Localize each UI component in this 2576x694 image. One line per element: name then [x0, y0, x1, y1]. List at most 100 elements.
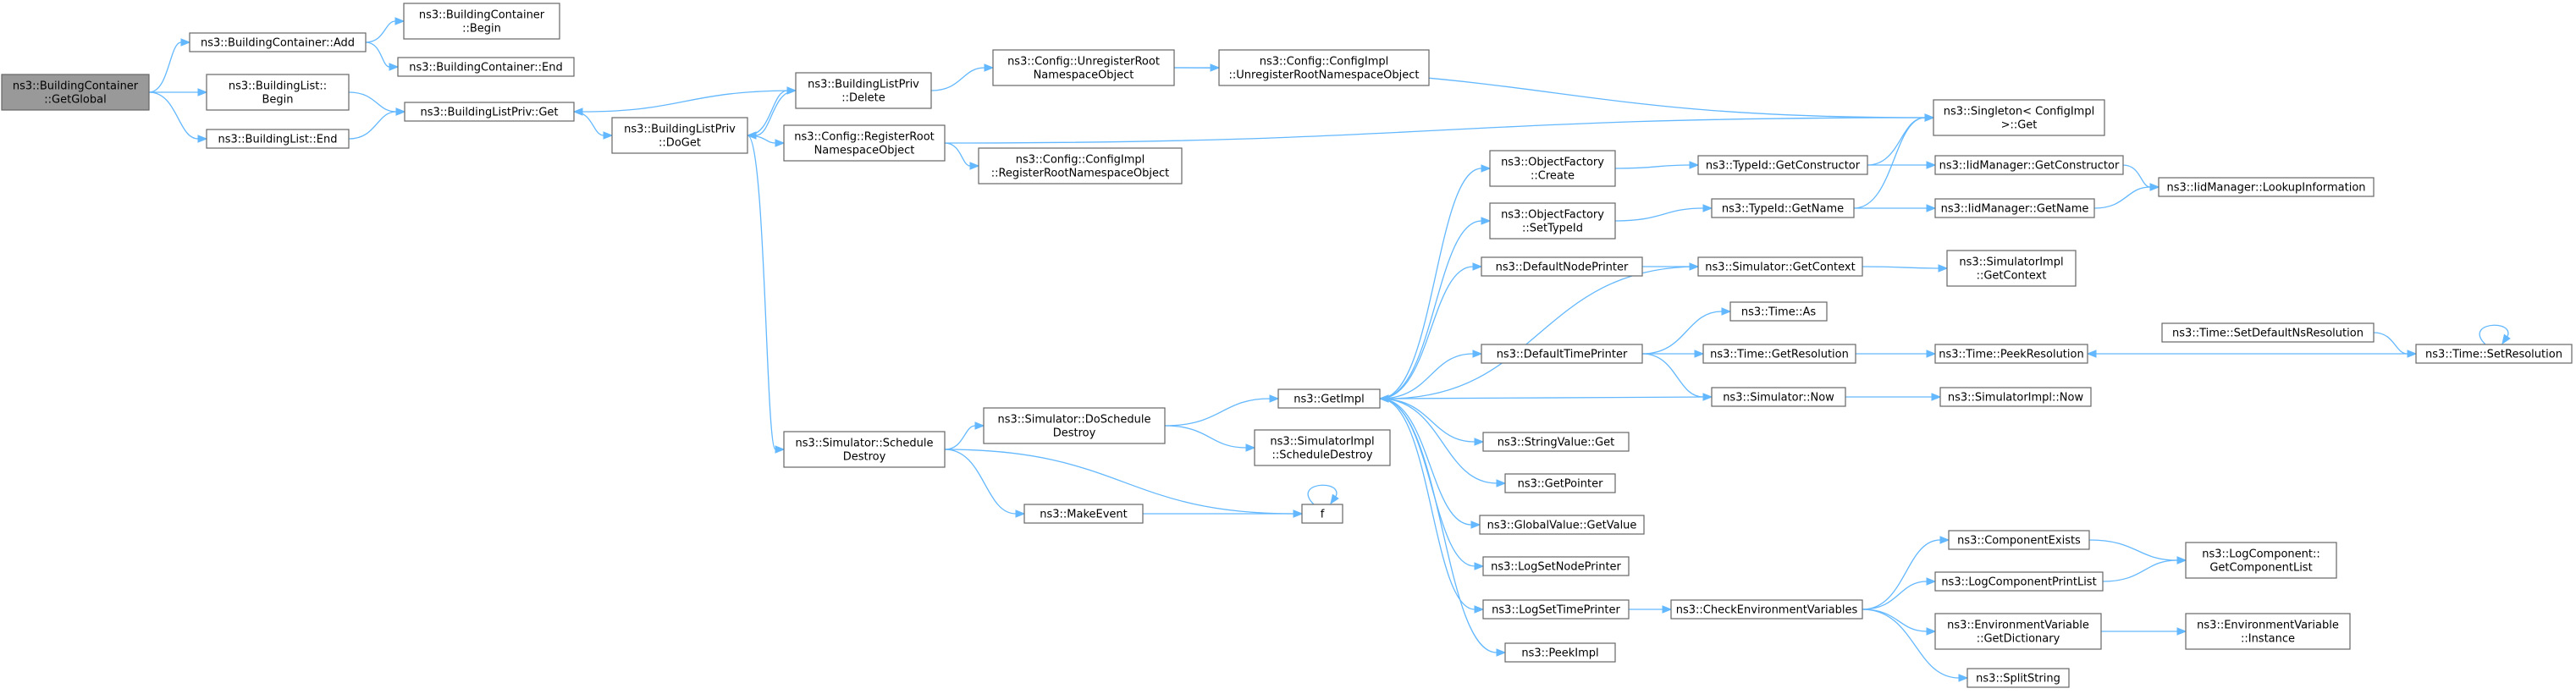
node-box	[1702, 344, 1856, 364]
node-root[interactable]: ns3::BuildingContainer::GetGlobal	[1, 74, 150, 111]
node-label: ns3::Time::PeekResolution	[1939, 349, 2083, 361]
node-sim-getcontext[interactable]: ns3::Simulator::GetContext	[1697, 256, 1863, 277]
edge-root-to-bl-begin	[149, 88, 208, 96]
edge-arrowhead	[2176, 556, 2187, 565]
node-box	[1934, 198, 2095, 218]
edge-time-setres-to-time-setres	[2479, 324, 2511, 345]
node-time-setdefns[interactable]: ns3::Time::SetDefaultNsResolution	[2161, 322, 2375, 343]
edge-arrowhead	[2176, 627, 2187, 636]
node-iid-lookup[interactable]: ns3::IidManager::LookupInformation	[2158, 177, 2375, 197]
node-globalvalue-get[interactable]: ns3::GlobalValue::GetValue	[1479, 515, 1645, 535]
node-label: ns3::EnvironmentVariable	[2197, 620, 2339, 632]
node-box	[397, 57, 575, 77]
node-box	[206, 129, 350, 149]
node-simimpl-getcontext[interactable]: ns3::SimulatorImpl::GetContext	[1946, 250, 2077, 287]
node-sim-sched[interactable]: ns3::Simulator::ScheduleDestroy	[783, 431, 946, 468]
node-bl-begin[interactable]: ns3::BuildingList::Begin	[206, 74, 350, 111]
node-bl-end[interactable]: ns3::BuildingList::End	[206, 129, 350, 149]
node-label: ns3::Time::As	[1741, 306, 1817, 319]
node-compexists[interactable]: ns3::ComponentExists	[1948, 530, 2090, 550]
node-blp-doget[interactable]: ns3::BuildingListPriv::DoGet	[611, 117, 748, 154]
node-deftimeprinter[interactable]: ns3::DefaultTimePrinter	[1481, 344, 1643, 364]
node-box	[1, 74, 150, 111]
node-of-settypeid[interactable]: ns3::ObjectFactory::SetTypeId	[1489, 202, 1616, 240]
node-makeevent[interactable]: ns3::MakeEvent	[1023, 504, 1144, 524]
node-of-create[interactable]: ns3::ObjectFactory::Create	[1489, 150, 1616, 187]
node-typeid-getctor[interactable]: ns3::TypeId::GetConstructor	[1697, 155, 1868, 175]
node-label: ns3::BuildingContainer::Add	[201, 37, 355, 50]
edge-cfg-reg-to-singleton-get	[944, 113, 1935, 144]
node-checkenv[interactable]: ns3::CheckEnvironmentVariables	[1670, 599, 1863, 620]
node-typeid-getname[interactable]: ns3::TypeId::GetName	[1711, 198, 1855, 218]
edge-line	[747, 135, 776, 144]
edge-arrowhead	[1689, 161, 1700, 169]
node-blp-delete[interactable]: ns3::BuildingListPriv::Delete	[795, 72, 932, 109]
edge-of-create-to-typeid-getctor	[1614, 161, 1700, 169]
node-splitstring[interactable]: ns3::SplitString	[1966, 668, 2070, 688]
node-getimpl[interactable]: ns3::GetImpl	[1277, 388, 1381, 409]
node-simimpl-now[interactable]: ns3::SimulatorImpl::Now	[1939, 387, 2092, 407]
node-box	[1697, 256, 1863, 277]
edge-line	[348, 91, 397, 113]
edge-time-setres-to-time-peekres	[2086, 350, 2416, 358]
node-cfgimpl-unreg[interactable]: ns3::Config::ConfigImpl::UnregisterRootN…	[1218, 49, 1430, 86]
node-box	[1670, 599, 1863, 620]
node-time-getres[interactable]: ns3::Time::GetResolution	[1702, 344, 1856, 364]
node-time-peekres[interactable]: ns3::Time::PeekResolution	[1934, 344, 2088, 364]
edge-line	[348, 111, 397, 140]
edge-line	[1614, 164, 1691, 169]
node-bc-add[interactable]: ns3::BuildingContainer::Add	[189, 32, 367, 52]
node-label: ns3::LogComponentPrintList	[1941, 576, 2096, 589]
node-iid-getctor[interactable]: ns3::IidManager::GetConstructor	[1934, 155, 2124, 175]
edge-sim-now-to-simimpl-now	[1845, 393, 1942, 401]
node-singleton-get[interactable]: ns3::Singleton< ConfigImpl >::Get	[1933, 99, 2105, 136]
node-logsetnode[interactable]: ns3::LogSetNodePrinter	[1482, 556, 1630, 576]
node-iid-getname[interactable]: ns3::IidManager::GetName	[1934, 198, 2095, 218]
node-sim-now[interactable]: ns3::Simulator::Now	[1711, 387, 1846, 407]
node-envvar-instance[interactable]: ns3::EnvironmentVariable::Instance	[2185, 613, 2351, 650]
node-blp-get[interactable]: ns3::BuildingListPriv::Get	[404, 102, 575, 122]
node-logcomp-getlist[interactable]: ns3::LogComponent::GetComponentList	[2185, 542, 2337, 579]
node-box	[783, 431, 946, 468]
node-label: ns3::LogSetTimePrinter	[1492, 604, 1620, 617]
node-time-as[interactable]: ns3::Time::As	[1729, 301, 1828, 322]
node-box	[2185, 542, 2337, 579]
node-box	[1482, 432, 1630, 452]
edge-line	[1862, 609, 1960, 679]
node-cfg-unreg[interactable]: ns3::Config::UnregisterRootNamespaceObje…	[992, 49, 1175, 86]
edge-arrowhead	[1015, 509, 1026, 518]
node-box	[1939, 387, 2092, 407]
node-logsettime[interactable]: ns3::LogSetTimePrinter	[1482, 599, 1630, 620]
node-box	[795, 72, 932, 109]
edge-checkenv-to-envvar-getdict	[1862, 609, 1937, 636]
node-bc-begin[interactable]: ns3::BuildingContainer::Begin	[403, 3, 560, 40]
edge-arrowhead	[984, 63, 995, 72]
node-time-setres[interactable]: ns3::Time::SetResolution	[2415, 344, 2573, 364]
node-cfgimpl-reg[interactable]: ns3::Config::ConfigImpl::RegisterRootNam…	[978, 147, 1183, 185]
edge-bl-end-to-blp-get	[348, 107, 406, 140]
node-stringvalue-get[interactable]: ns3::StringValue::Get	[1482, 432, 1630, 452]
node-label: ::SetTypeId	[1522, 223, 1583, 235]
edge-line	[582, 90, 797, 113]
node-label: ns3::EnvironmentVariable	[1947, 620, 2089, 632]
node-f[interactable]: f	[1301, 504, 1343, 524]
node-label: ns3::Singleton< ConfigImpl	[1944, 106, 2094, 118]
node-getpointer[interactable]: ns3::GetPointer	[1504, 473, 1616, 493]
node-label: ::ScheduleDestroy	[1271, 449, 1372, 462]
node-envvar-getdict[interactable]: ns3::EnvironmentVariable::GetDictionary	[1934, 613, 2102, 650]
node-defnodeprinter[interactable]: ns3::DefaultNodePrinter	[1481, 256, 1643, 277]
edge-deftimeprinter-to-time-as	[1641, 307, 1732, 355]
node-peekimpl[interactable]: ns3::PeekImpl	[1504, 642, 1616, 663]
node-box	[783, 124, 946, 162]
node-label: ns3::LogComponent::	[2202, 548, 2320, 561]
node-logcompprint[interactable]: ns3::LogComponentPrintList	[1934, 571, 2104, 592]
node-label: Destroy	[843, 451, 886, 464]
node-label: ns3::Config::RegisterRoot	[794, 131, 935, 144]
node-box	[1934, 155, 2124, 175]
node-simimpl-sched[interactable]: ns3::SimulatorImpl::ScheduleDestroy	[1254, 429, 1391, 466]
node-bc-end[interactable]: ns3::BuildingContainer::End	[397, 57, 575, 77]
node-label: ::GetDictionary	[1977, 633, 2060, 646]
edge-line	[2373, 332, 2408, 355]
node-cfg-reg[interactable]: ns3::Config::RegisterRootNamespaceObject	[783, 124, 946, 162]
